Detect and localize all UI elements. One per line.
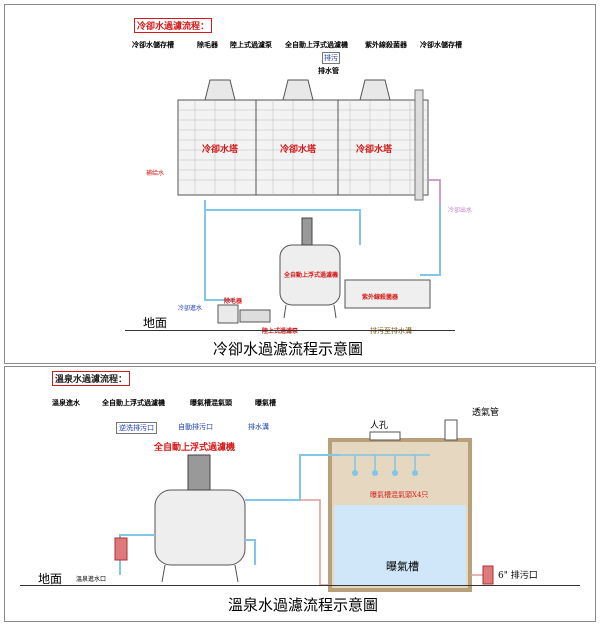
hotspring-flow-header: 溫泉水過濾流程： [52, 371, 131, 386]
pump-label: 陸上式過濾泵 [262, 328, 299, 335]
top-filter-label: 全自動上浮式過濾機 [284, 272, 339, 279]
bottom-diagram-title: 溫泉水過濾流程示意圖 [228, 596, 379, 614]
vent-pipe-label: 透氣管 [472, 408, 500, 418]
cooling-flow-step: 冷卻水儲存槽 [420, 40, 462, 49]
auto-drain-label: 自動排污口 [178, 423, 213, 431]
cooling-flow-step: 除毛器 [197, 40, 218, 49]
top-ground-line [125, 330, 455, 331]
cooling-flow-step: 冷卻水儲存槽 [132, 40, 174, 49]
top-diagram-title: 冷卻水過濾流程示意圖 [213, 340, 364, 358]
lint-trap-label: 除毛器 [224, 298, 243, 305]
cooling-flow-step: 陸上式過濾泵 [230, 40, 272, 49]
hotspring-flow-step: 曝氣槽混氣頭 [190, 398, 232, 407]
drain-box: 排污 [322, 52, 340, 64]
bottom-ground-label: 地面 [38, 572, 63, 586]
backwash-box: 逆洗排污口 [116, 422, 157, 434]
manhole-label: 人孔 [370, 421, 389, 431]
aerator-heads-label: 曝氣槽混氣頭X4只 [370, 491, 429, 499]
uv-sterilizer-label: 紫外線殺菌器 [362, 294, 399, 301]
bottom-ground-line [20, 585, 580, 586]
cooling-flow-step: 全自動上浮式過濾機 [285, 40, 348, 49]
hotspring-inlet-label: 溫泉進水口 [76, 576, 107, 583]
sewage-outlet-label: 6" 排污口 [498, 571, 538, 581]
drain-pipe-label: 排水管 [318, 66, 339, 75]
sewer-label: 排污至排水溝 [370, 327, 412, 335]
cooling-towers [177, 79, 429, 201]
aeration-tank-label: 曝氣槽 [386, 560, 419, 573]
tower-label-3: 冷卻水塔 [356, 145, 393, 155]
hotspring-flow-step: 曝氣槽 [255, 398, 276, 407]
cooling-out-label: 冷卻出水 [448, 207, 473, 214]
hotspring-panel [4, 366, 596, 622]
cooling-in-label: 冷卻進水 [178, 305, 203, 312]
bottom-filter-label: 全自動上浮式過濾機 [154, 443, 236, 453]
cooling-flow-header: 冷卻水過濾流程： [134, 18, 213, 33]
cooling-flow-step: 紫外線殺菌器 [365, 40, 407, 49]
tower-label-2: 冷卻水塔 [280, 145, 317, 155]
hotspring-flow-step: 溫泉進水 [52, 398, 80, 407]
tower-label-1: 冷卻水塔 [202, 145, 239, 155]
hotspring-flow-step: 全自動上浮式過濾機 [102, 398, 165, 407]
top-ground-label: 地面 [143, 316, 168, 330]
to-drain-label: 排水溝 [248, 423, 269, 431]
makeup-water-label: 補給水 [146, 170, 165, 177]
